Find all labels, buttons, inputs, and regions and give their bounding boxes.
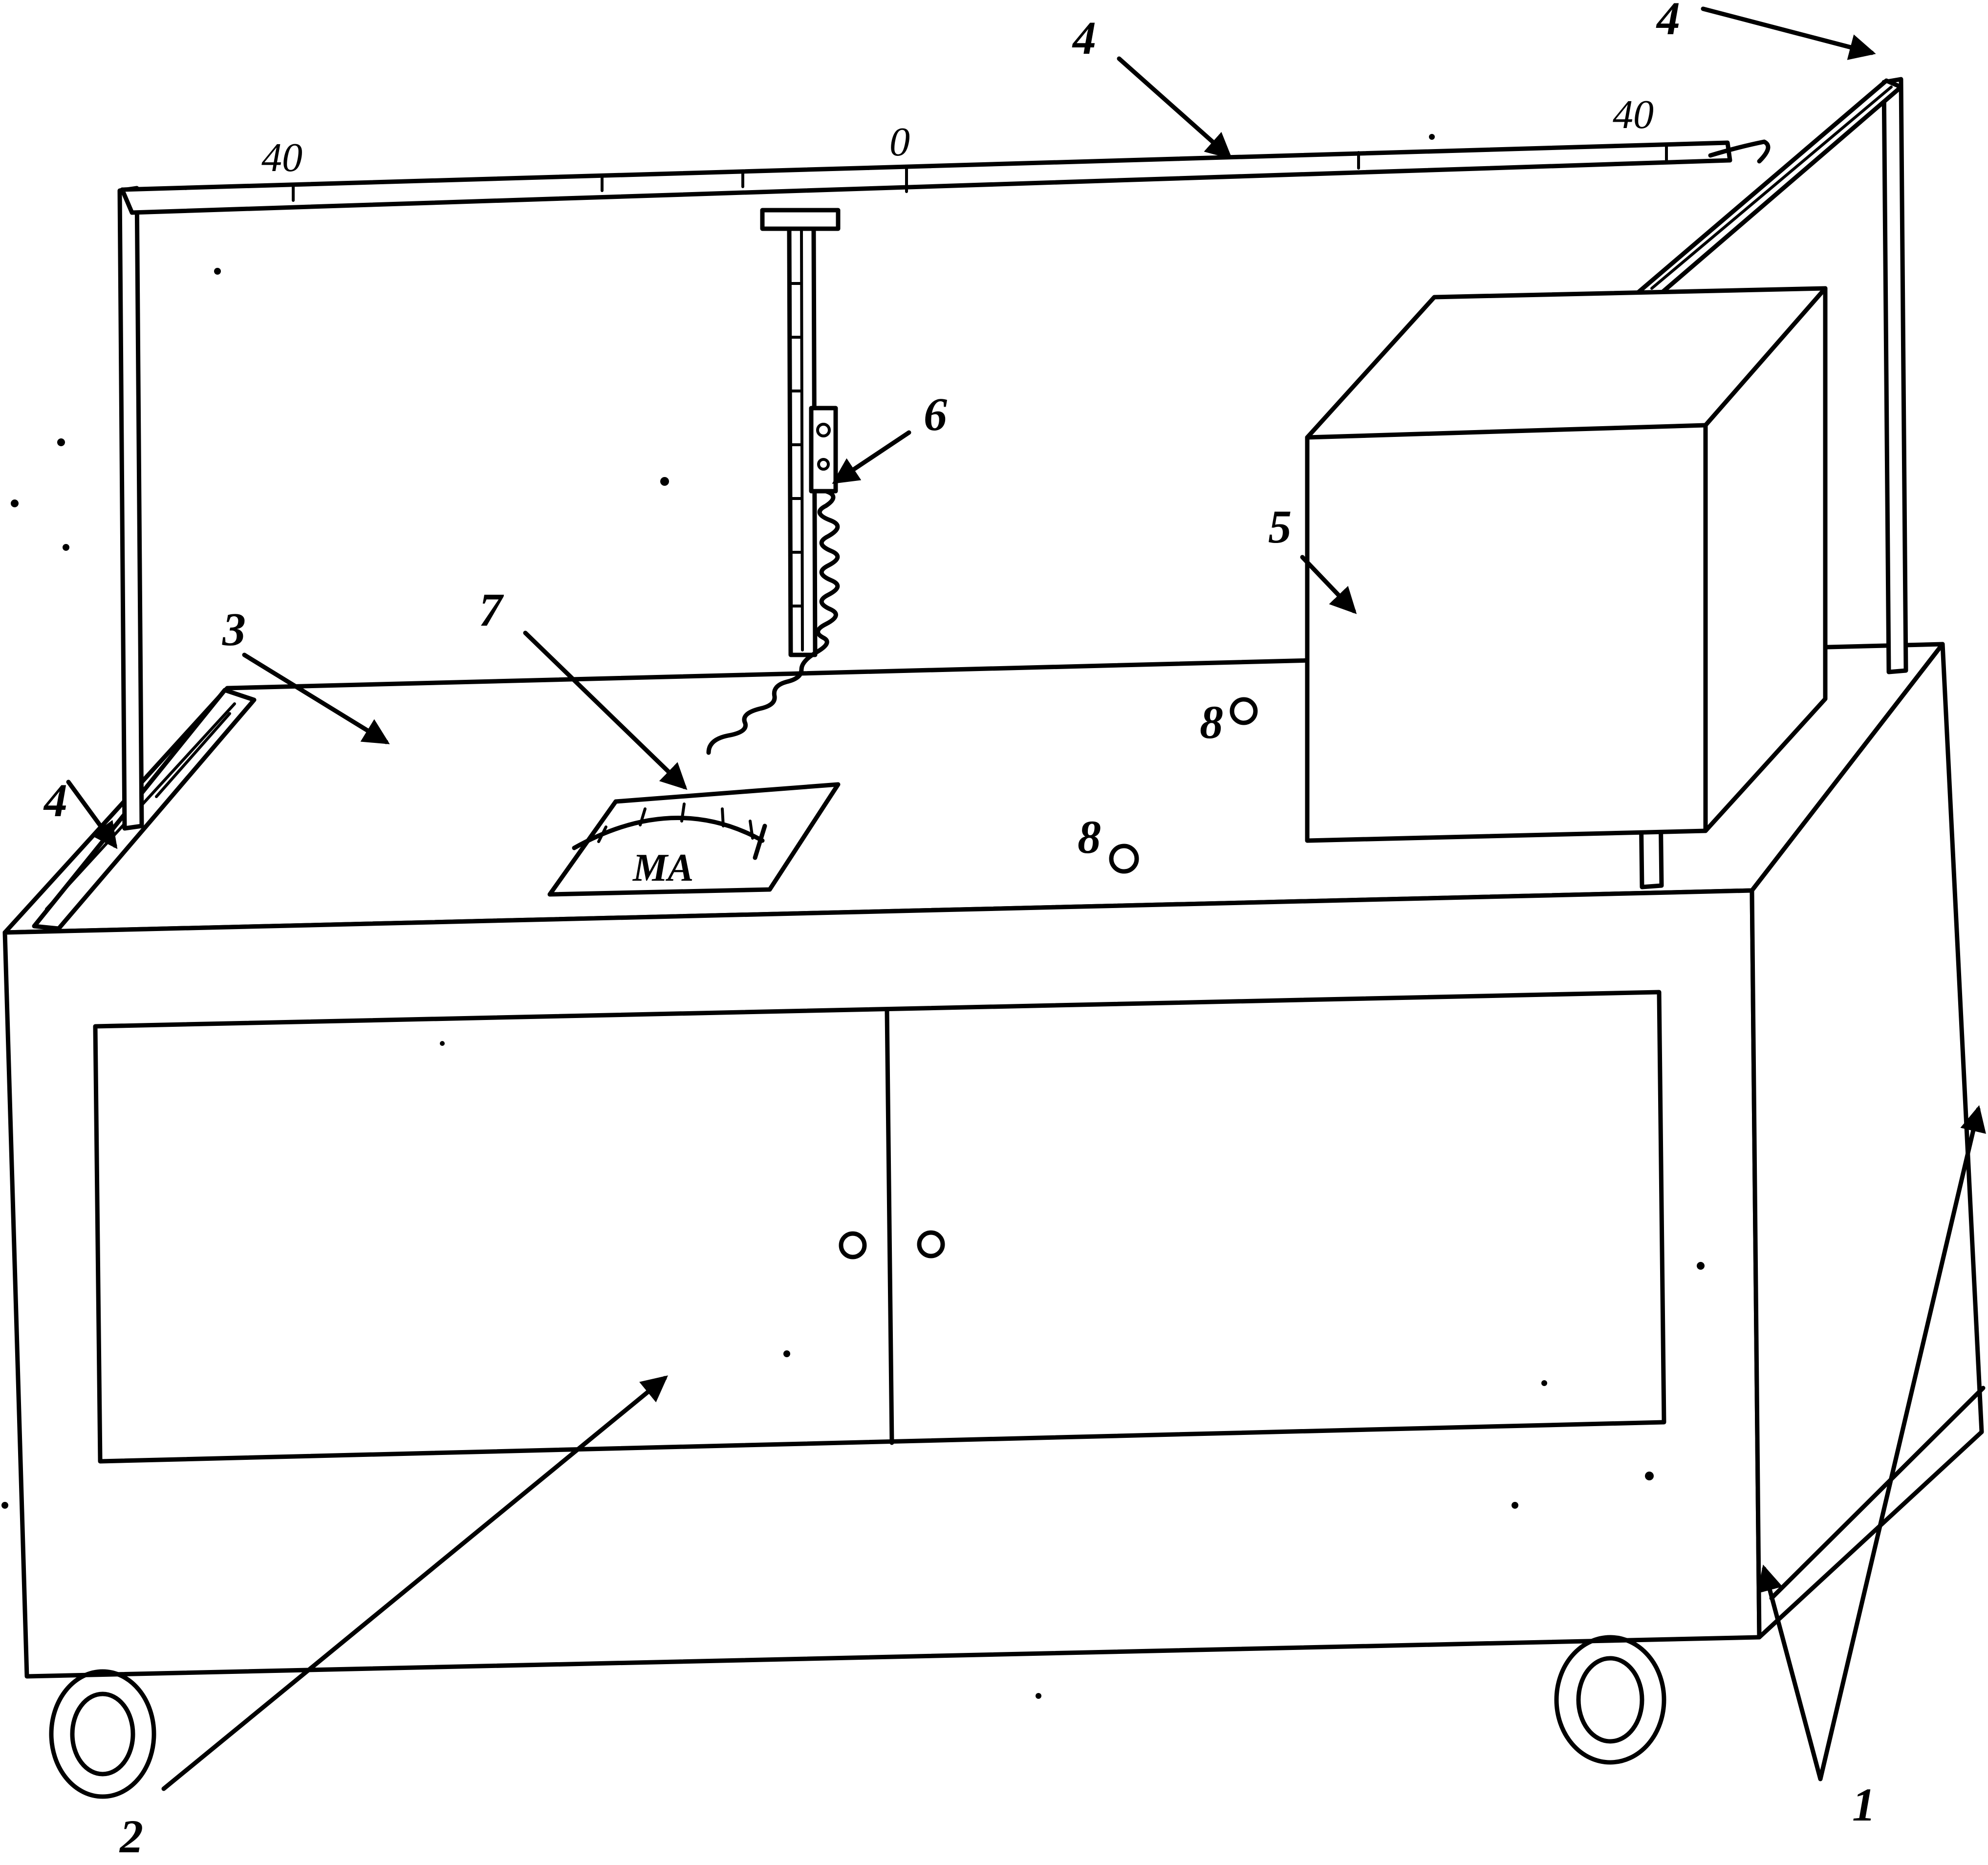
- scale-label-right: 40: [1613, 92, 1654, 137]
- callout-5: 5: [1268, 500, 1292, 553]
- terminal-lower: [1109, 844, 1139, 874]
- door-knob-left: [839, 1231, 867, 1259]
- probe-carriage: [760, 208, 841, 231]
- callout-6: 6: [924, 388, 947, 440]
- rod-ticks: [789, 282, 803, 607]
- callout-3: 3: [222, 603, 246, 655]
- cabinet-side: [1750, 642, 1984, 1640]
- probe-slider-clamp: [809, 406, 838, 494]
- callout-4-top: 4: [1072, 12, 1096, 64]
- ammeter-panel: MA: [547, 782, 841, 897]
- wheel-right: [1554, 1635, 1666, 1765]
- meter-unit-label: MA: [632, 846, 694, 889]
- callout-7: 7: [479, 584, 504, 636]
- cabinet-doors: [93, 990, 1666, 1464]
- door-panel-frame: [93, 990, 1666, 1464]
- vertical-probe-rod: [706, 208, 841, 755]
- scale-bar: [120, 140, 1732, 215]
- terminal-upper: [1230, 697, 1258, 725]
- callout-8-upper: 8: [1200, 696, 1223, 748]
- door-knob-right: [917, 1230, 945, 1258]
- scale-ticks: [292, 143, 1668, 202]
- callout-labels: 1 2 3 4 4 4 5 6 7 8 8: [43, 0, 1876, 1863]
- leader-lines: [66, 6, 1986, 1791]
- housing-box: [1305, 286, 1828, 843]
- callout-8-lower: 8: [1078, 811, 1101, 863]
- door-divider: [885, 1008, 894, 1445]
- callout-2: 2: [119, 1810, 143, 1863]
- scale-label-center: 0: [889, 119, 910, 165]
- callout-4-left: 4: [43, 774, 67, 826]
- bar-clamp: [1708, 139, 1771, 164]
- scan-specks: [1, 134, 1705, 1699]
- wheel-left: [49, 1669, 156, 1799]
- scale-label-left: 40: [261, 135, 303, 180]
- coiled-cable: [706, 489, 840, 755]
- callout-1: 1: [1852, 1778, 1876, 1831]
- callout-4-right: 4: [1656, 0, 1680, 44]
- wheels: [49, 1635, 1666, 1799]
